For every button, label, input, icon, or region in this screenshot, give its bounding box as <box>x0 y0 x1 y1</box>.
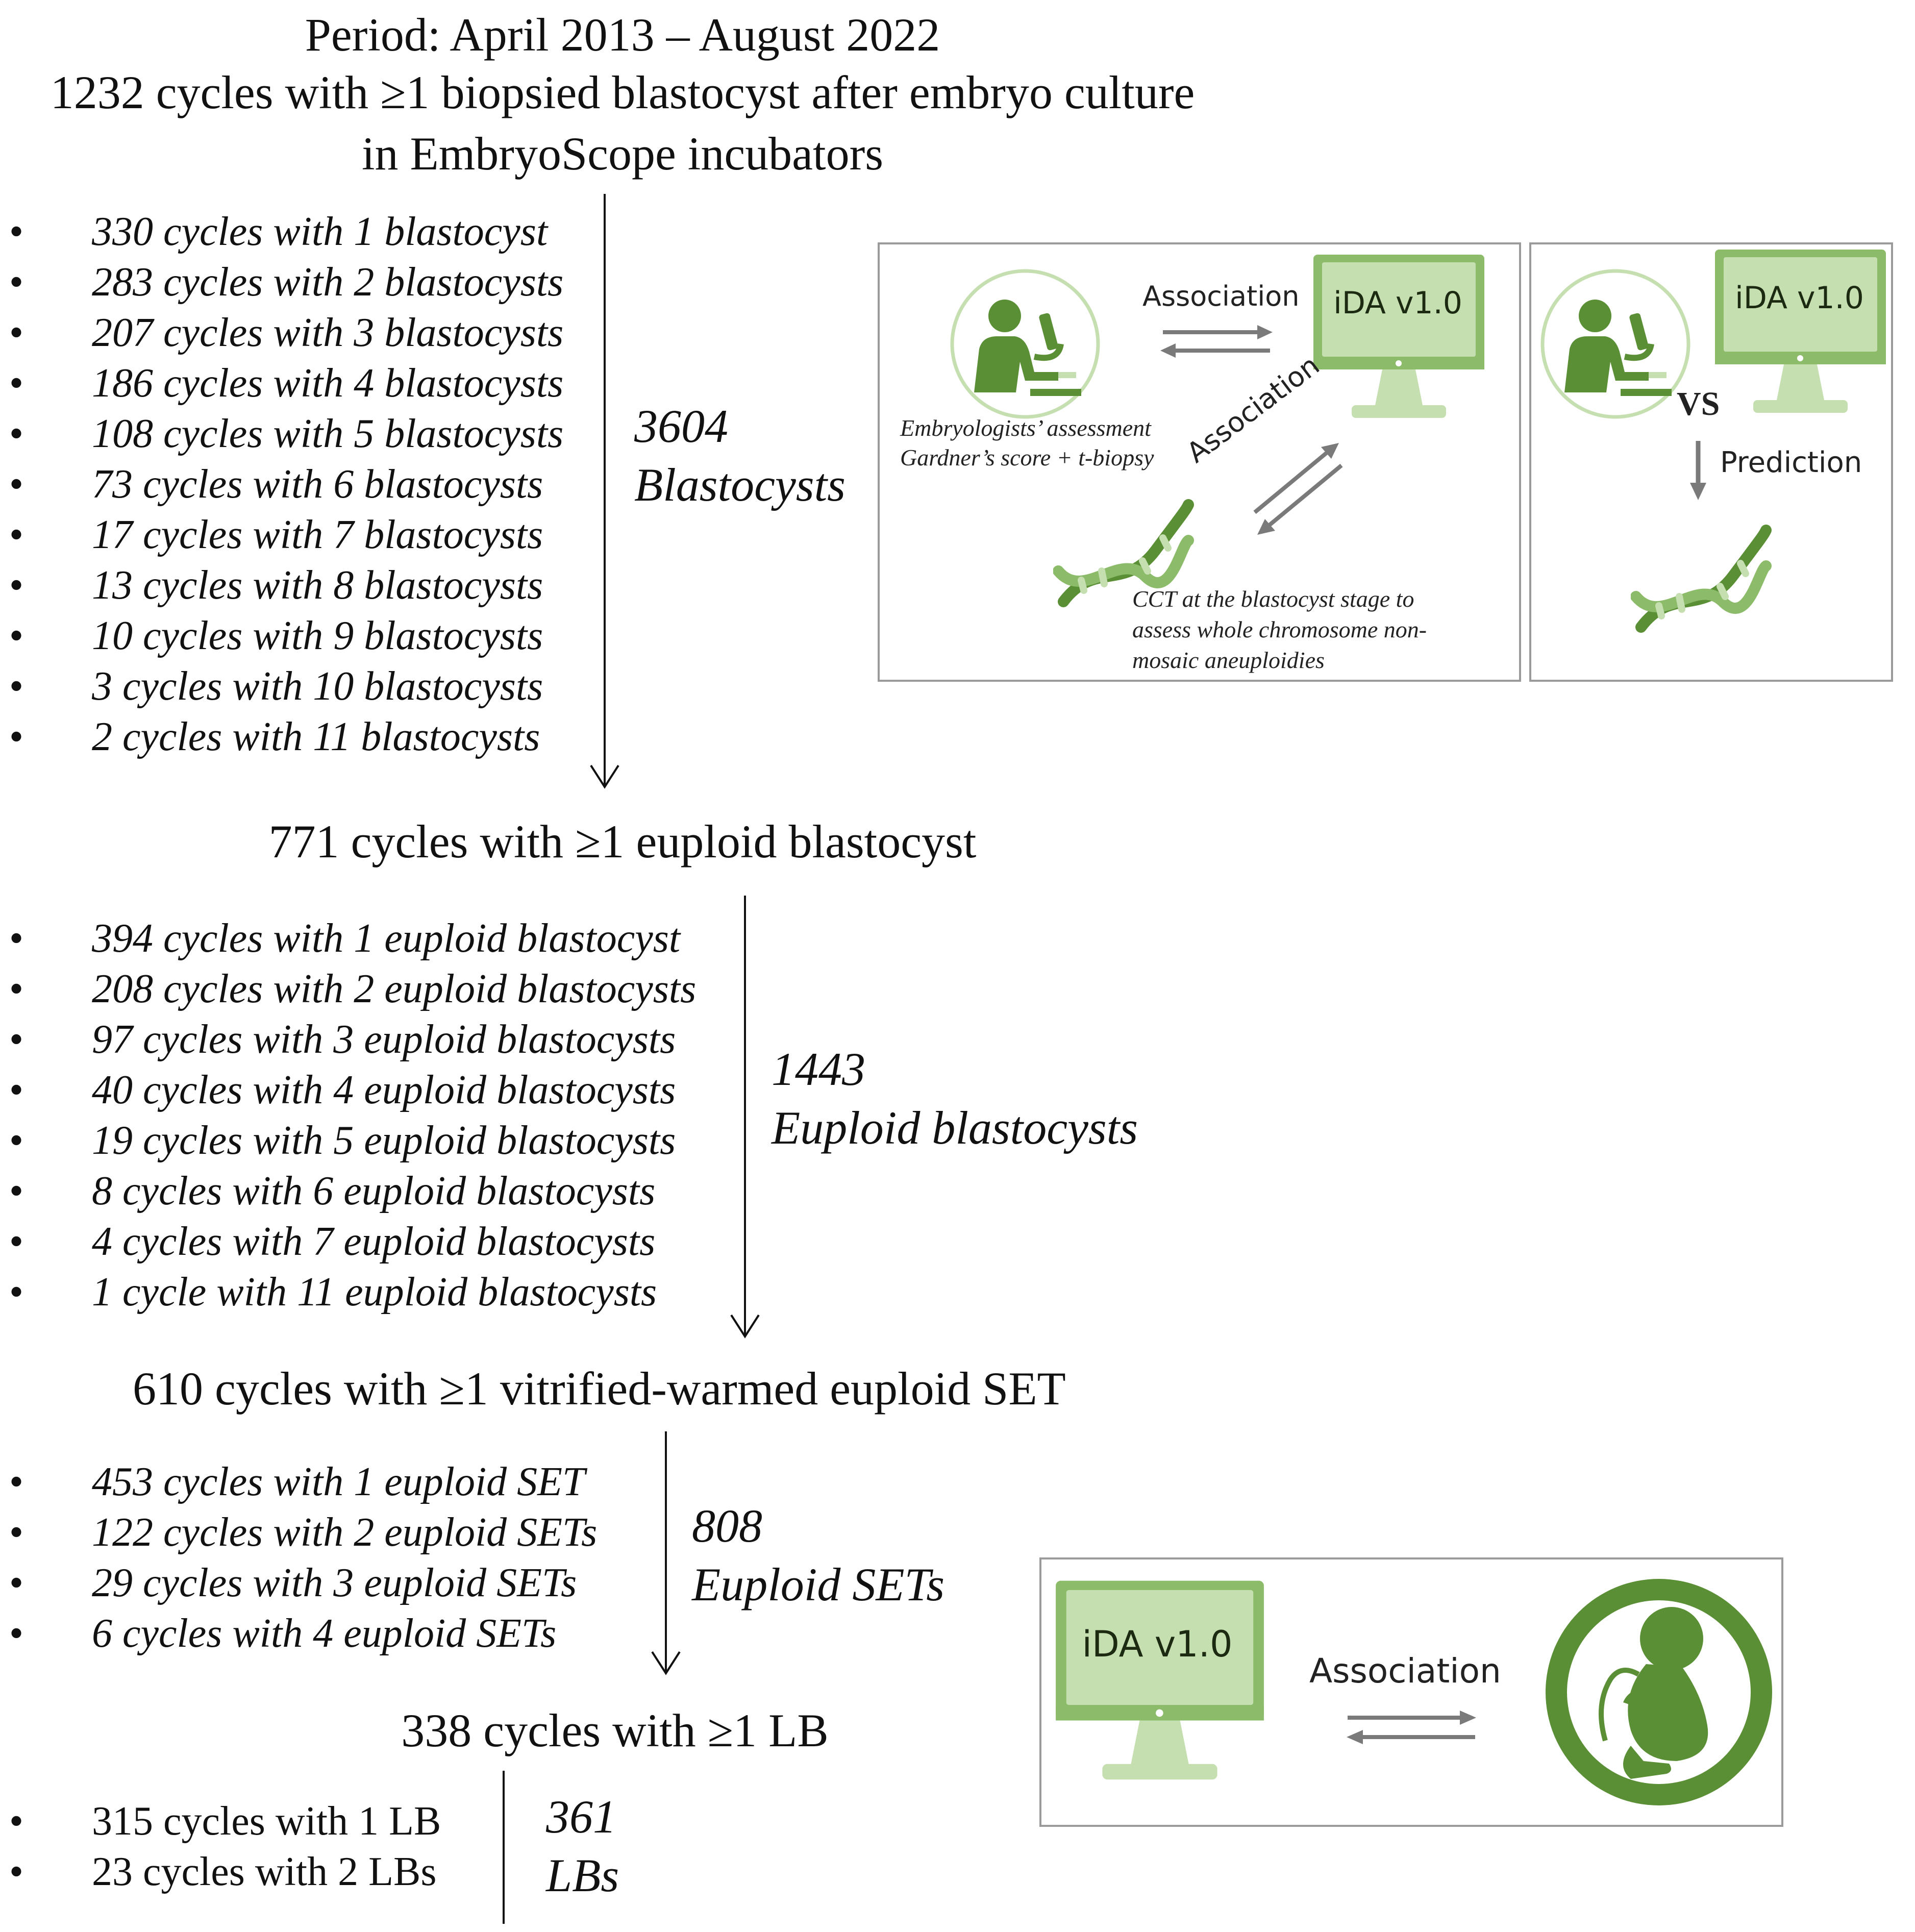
list-item: 315 cycles with 1 LB <box>9 1796 441 1847</box>
list-item: 122 cycles with 2 euploid SETs <box>9 1507 597 1558</box>
association-arrows-top <box>1160 325 1273 358</box>
prediction-panel: iDA v1.0 VS Prediction <box>1529 242 1893 682</box>
list-item: 208 cycles with 2 euploid blastocysts <box>9 964 696 1014</box>
prediction-arrow <box>1690 441 1706 500</box>
list-item: 17 cycles with 7 blastocysts <box>9 510 563 560</box>
stage2-arrow <box>730 896 760 1339</box>
cct-caption-1: CCT at the blastocyst stage to <box>1132 586 1414 612</box>
header-line-2: 1232 cycles with ≥1 biopsied blastocyst … <box>50 66 1195 118</box>
dna-icon <box>1631 525 1772 633</box>
association-arrows-diagonal <box>1253 443 1343 535</box>
association-label: Association <box>1309 1651 1501 1691</box>
list-item: 97 cycles with 3 euploid blastocysts <box>9 1014 696 1065</box>
embryologist-caption-2: Gardner’s score + t-biopsy <box>900 444 1154 470</box>
stage4-list: 315 cycles with 1 LB 23 cycles with 2 LB… <box>9 1796 441 1897</box>
monitor-icon <box>1056 1580 1264 1780</box>
header-line-3: in EmbryoScope incubators <box>361 128 884 180</box>
list-item: 4 cycles with 7 euploid blastocysts <box>9 1217 696 1267</box>
prediction-label: Prediction <box>1720 446 1862 479</box>
stage1-list: 330 cycles with 1 blastocyst 283 cycles … <box>9 207 563 762</box>
list-item: 29 cycles with 3 euploid SETs <box>9 1558 597 1608</box>
list-item: 13 cycles with 8 blastocysts <box>9 560 563 611</box>
association-panel: Association iDA v1.0 Embryologists’ asse… <box>878 242 1521 682</box>
stage2-count-label: Euploid blastocysts <box>772 1102 1138 1154</box>
fetus-icon <box>1546 1579 1772 1805</box>
vs-label: VS <box>1677 385 1720 423</box>
stage1-arrow <box>590 194 619 789</box>
stage4-count-label: LBs <box>546 1849 619 1901</box>
monitor-icon <box>1715 250 1886 413</box>
stage3-title: 610 cycles with ≥1 vitrified-warmed eupl… <box>133 1363 1066 1415</box>
cct-caption-2: assess whole chromosome non- <box>1132 616 1427 642</box>
list-item: 19 cycles with 5 euploid blastocysts <box>9 1116 696 1166</box>
list-item: 207 cycles with 3 blastocysts <box>9 308 563 358</box>
list-item: 6 cycles with 4 euploid SETs <box>9 1608 597 1659</box>
monitor-label: iDA v1.0 <box>1735 280 1864 316</box>
stage2-title: 771 cycles with ≥1 euploid blastocyst <box>268 815 977 868</box>
list-item: 40 cycles with 4 euploid blastocysts <box>9 1065 696 1116</box>
monitor-label: iDA v1.0 <box>1082 1623 1233 1665</box>
stage4-count-number: 361 <box>546 1791 616 1843</box>
stage3-count-number: 808 <box>692 1500 762 1552</box>
stage1-count-number: 3604 <box>634 400 728 452</box>
list-item: 3 cycles with 10 blastocysts <box>9 661 563 712</box>
list-item: 2 cycles with 11 blastocysts <box>9 712 563 762</box>
livebirth-panel: iDA v1.0 Association <box>1039 1557 1783 1827</box>
stage1-count-label: Blastocysts <box>634 459 845 511</box>
list-item: 283 cycles with 2 blastocysts <box>9 257 563 308</box>
monitor-icon <box>1313 255 1484 418</box>
stage4-title: 338 cycles with ≥1 LB <box>401 1704 829 1756</box>
list-item: 186 cycles with 4 blastocysts <box>9 358 563 409</box>
cct-caption-3: mosaic aneuploidies <box>1132 647 1325 673</box>
list-item: 23 cycles with 2 LBs <box>9 1847 441 1897</box>
stage2-list: 394 cycles with 1 euploid blastocyst 208… <box>9 913 696 1318</box>
stage2-count-number: 1443 <box>772 1043 865 1095</box>
association-arrows <box>1347 1711 1476 1744</box>
stage3-list: 453 cycles with 1 euploid SET 122 cycles… <box>9 1457 597 1659</box>
list-item: 1 cycle with 11 euploid blastocysts <box>9 1267 696 1318</box>
stage3-arrow <box>651 1431 681 1675</box>
list-item: 108 cycles with 5 blastocysts <box>9 409 563 459</box>
list-item: 453 cycles with 1 euploid SET <box>9 1457 597 1507</box>
list-item: 73 cycles with 6 blastocysts <box>9 459 563 510</box>
list-item: 330 cycles with 1 blastocyst <box>9 207 563 257</box>
association-label-top: Association <box>1142 280 1300 312</box>
list-item: 10 cycles with 9 blastocysts <box>9 611 563 661</box>
embryologist-caption-1: Embryologists’ assessment <box>900 415 1151 441</box>
stage3-count-label: Euploid SETs <box>692 1558 945 1611</box>
list-item: 394 cycles with 1 euploid blastocyst <box>9 913 696 964</box>
embryologist-icon <box>950 269 1100 419</box>
list-item: 8 cycles with 6 euploid blastocysts <box>9 1166 696 1217</box>
monitor-label: iDA v1.0 <box>1333 285 1462 321</box>
header-line-1: Period: April 2013 – August 2022 <box>305 9 940 61</box>
stage4-divider <box>503 1771 505 1924</box>
dna-icon <box>1053 499 1194 607</box>
embryologist-icon <box>1540 269 1690 419</box>
